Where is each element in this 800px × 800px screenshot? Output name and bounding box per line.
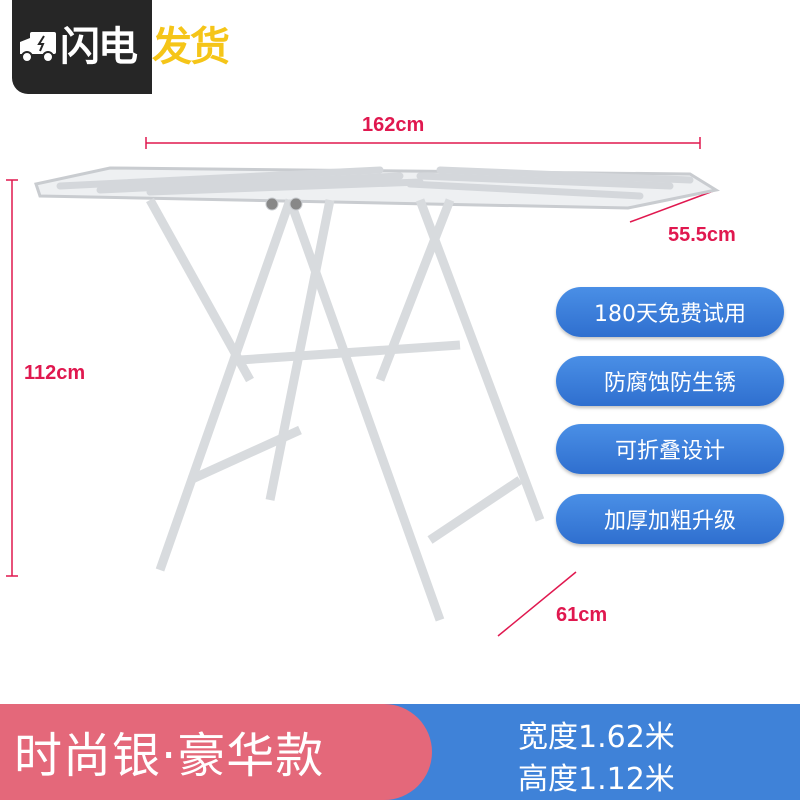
bottom-info-bar: 时尚银·豪华款 宽度1.62米 高度1.12米 xyxy=(0,704,800,800)
feature-pill-thickened: 加厚加粗升级 xyxy=(556,494,784,544)
spec-width: 宽度1.62米 xyxy=(518,720,675,755)
model-name-panel: 时尚银·豪华款 xyxy=(0,704,432,800)
height-dimension-label: 112cm xyxy=(24,362,86,384)
base-dimension-label: 61cm xyxy=(556,604,608,626)
width-dimension-label: 162cm xyxy=(362,114,425,136)
truck-icon xyxy=(20,32,56,63)
drying-rack-image xyxy=(6,137,721,637)
dimension-lines xyxy=(6,137,717,637)
feature-pill-foldable: 可折叠设计 xyxy=(556,424,784,474)
badge-text: 闪电 xyxy=(60,24,138,70)
model-name: 时尚银·豪华款 xyxy=(14,728,325,784)
depth-dimension-label: 55.5cm xyxy=(668,224,736,246)
badge-highlight-text: 发货 xyxy=(152,24,230,70)
feature-pill-trial: 180天免费试用 xyxy=(556,287,784,337)
feature-pill-anticorrosion: 防腐蚀防生锈 xyxy=(556,356,784,406)
spec-height: 高度1.12米 xyxy=(518,762,675,797)
